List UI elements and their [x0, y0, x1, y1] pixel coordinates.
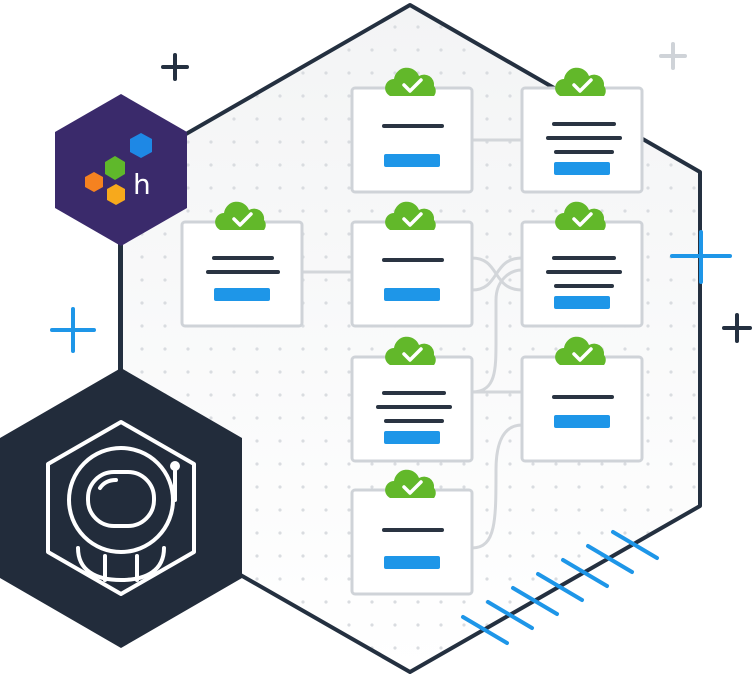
- card-button: [554, 296, 610, 309]
- plus-icon: [722, 313, 752, 343]
- cloud-check-icon: [555, 336, 606, 365]
- cloud-check-icon: [385, 201, 436, 230]
- astronaut-helmet-icon: [67, 446, 180, 582]
- card-button: [384, 154, 440, 167]
- workflow-card: [520, 336, 644, 463]
- astronaut-badge: [0, 368, 242, 648]
- edge-hatch-marks: [461, 530, 659, 645]
- card-frame: [350, 220, 474, 328]
- card-button: [554, 162, 610, 175]
- logo-badge: h: [55, 94, 187, 246]
- card-button: [554, 415, 610, 428]
- card-connectors: [302, 138, 523, 550]
- plus-icon: [670, 230, 732, 284]
- workflow-card: [350, 336, 474, 463]
- cloud-check-icon: [555, 67, 606, 96]
- card-button: [384, 556, 440, 569]
- card-frame: [350, 86, 474, 194]
- cloud-check-icon: [385, 336, 436, 365]
- workflow-card: [520, 67, 644, 194]
- logo-letter: h: [133, 168, 151, 201]
- card-frame: [350, 488, 474, 596]
- plus-icon: [161, 53, 189, 81]
- cloud-check-icon: [555, 201, 606, 230]
- workflow-cards: [180, 67, 644, 596]
- cloud-check-icon: [385, 469, 436, 498]
- cloud-check-icon: [215, 201, 266, 230]
- card-frame: [520, 355, 644, 463]
- workflow-card: [350, 201, 474, 328]
- workflow-card: [350, 469, 474, 596]
- card-button: [384, 288, 440, 301]
- cloud-check-icon: [385, 67, 436, 96]
- workflow-card: [350, 67, 474, 194]
- logo-hexagons-icon: [85, 133, 152, 205]
- workflow-card: [180, 201, 304, 328]
- workflow-card: [520, 201, 644, 328]
- card-button: [214, 288, 270, 301]
- card-button: [384, 431, 440, 444]
- plus-icon: [50, 307, 96, 353]
- plus-icon: [659, 42, 687, 70]
